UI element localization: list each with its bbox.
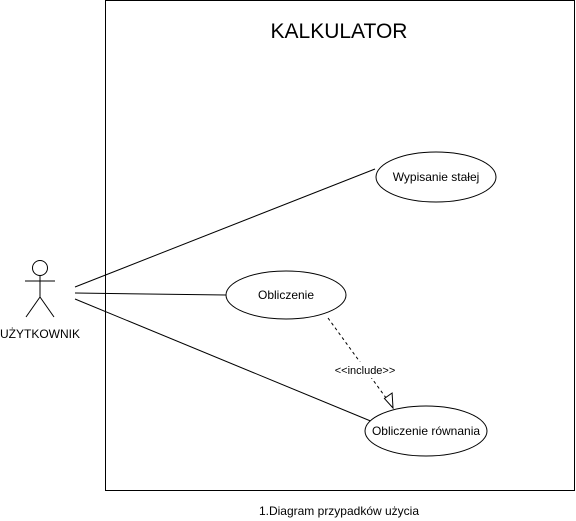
actor-head <box>32 260 48 276</box>
actor-label: UŻYTKOWNIK <box>0 327 80 341</box>
use-case-label: Obliczenie <box>258 288 314 302</box>
association-obliczenie-rownania <box>74 298 374 423</box>
actor-stick-figure <box>25 260 55 318</box>
use-case-obliczenie-rownania: Obliczenie równania <box>364 405 488 457</box>
include-label: <<include>> <box>335 365 396 377</box>
use-case-ellipse <box>375 151 497 203</box>
diagram-caption: 1.Diagram przypadków użycia <box>259 504 419 518</box>
system-title: KALKULATOR <box>271 20 408 43</box>
association-obliczenie <box>74 292 227 296</box>
system-boundary <box>105 0 575 491</box>
use-case-label: Wypisanie stałej <box>393 170 480 184</box>
use-case-wypisanie-stalej: Wypisanie stałej <box>375 151 497 203</box>
actor-left-leg <box>25 296 41 318</box>
actor-right-leg <box>39 296 55 318</box>
use-case-ellipse <box>364 405 488 457</box>
use-case-obliczenie: Obliczenie <box>225 270 347 320</box>
use-case-label: Obliczenie równania <box>372 424 480 438</box>
include-label-background <box>331 362 399 378</box>
include-arrowhead <box>383 392 394 410</box>
use-case-ellipse <box>225 270 347 320</box>
include-dashed-line <box>327 317 390 403</box>
association-wypisanie <box>74 168 376 288</box>
